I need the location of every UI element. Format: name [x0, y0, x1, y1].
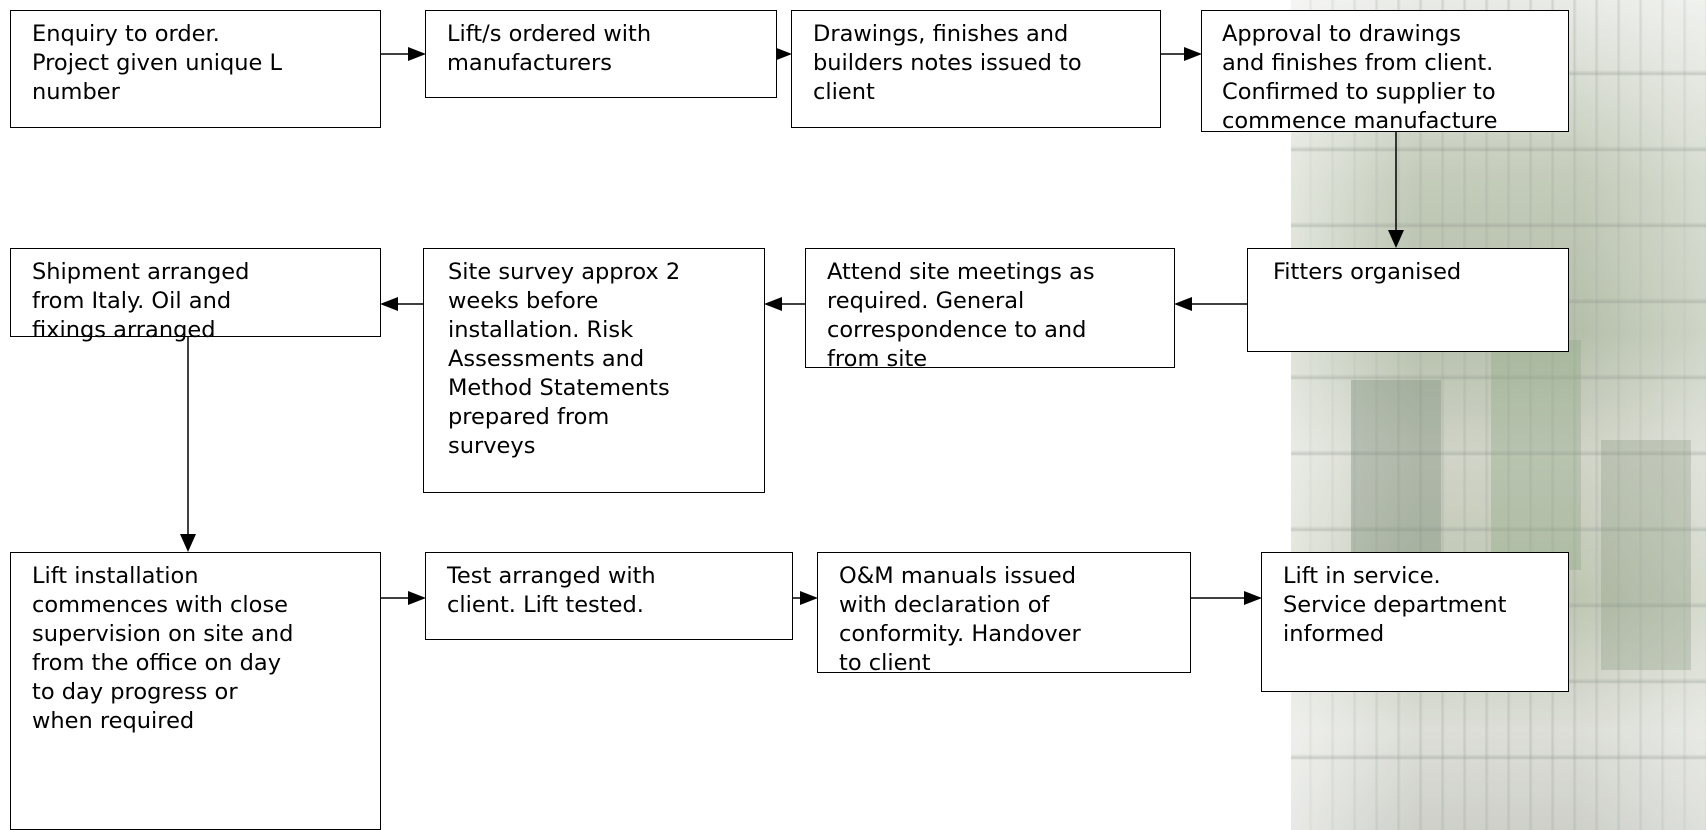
step-lift-installation: Lift installation commences with close s…	[10, 552, 381, 830]
step-approval-from-client: Approval to drawings and finishes from c…	[1201, 10, 1569, 134]
step-enquiry-to-order: Enquiry to order. Project given unique L…	[10, 10, 381, 128]
arrowhead	[180, 534, 196, 552]
step-site-survey: Site survey approx 2 weeks before instal…	[423, 248, 765, 493]
step-site-meetings: Attend site meetings as required. Genera…	[805, 248, 1175, 372]
step-om-manuals: O&M manuals issued with declaration of c…	[817, 552, 1191, 676]
step-fitters-organised: Fitters organised	[1247, 248, 1569, 352]
step-lifts-ordered: Lift/s ordered with manufacturers	[425, 10, 777, 98]
arrowhead	[408, 591, 426, 605]
step-drawings-issued: Drawings, finishes and builders notes is…	[791, 10, 1161, 128]
arrowhead	[1184, 47, 1202, 61]
step-lift-in-service: Lift in service. Service department info…	[1261, 552, 1569, 692]
arrowhead	[1174, 297, 1192, 311]
arrowhead	[1388, 230, 1404, 248]
arrowhead	[1244, 591, 1262, 605]
arrowhead	[380, 297, 398, 311]
arrowhead	[408, 47, 426, 61]
arrowhead	[774, 47, 792, 61]
step-shipment-arranged: Shipment arranged from Italy. Oil and fi…	[10, 248, 381, 343]
step-test-arranged: Test arranged with client. Lift tested.	[425, 552, 793, 640]
arrowhead	[800, 591, 818, 605]
arrowhead	[764, 297, 782, 311]
